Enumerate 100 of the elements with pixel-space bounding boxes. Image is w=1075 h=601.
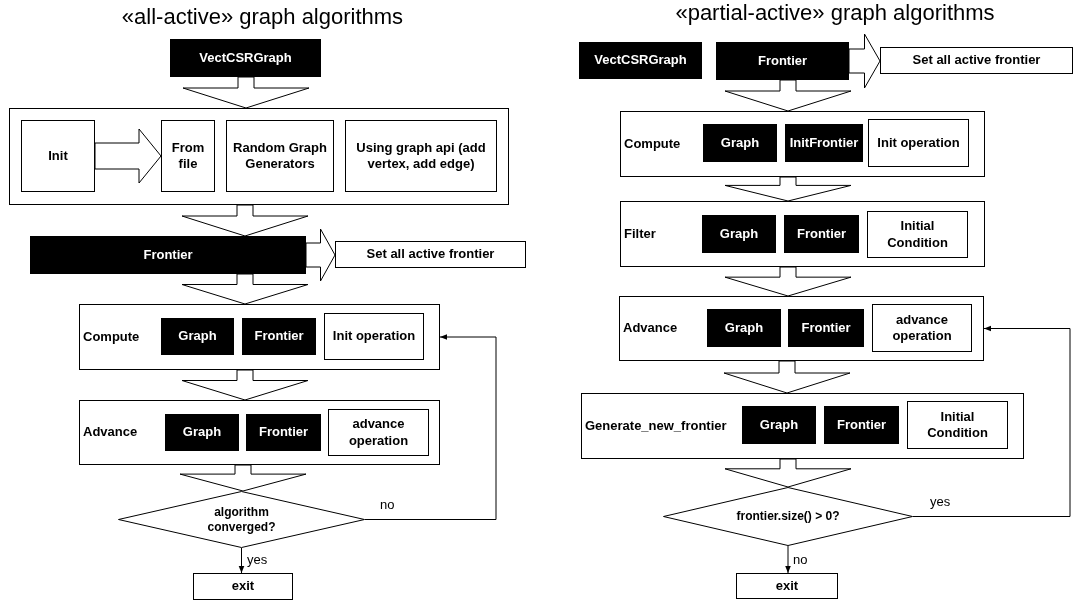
process-box xyxy=(226,120,334,192)
edge-label: yes xyxy=(247,553,268,566)
box-label: Random Graph Generators xyxy=(232,139,328,173)
box-label: Frontier xyxy=(800,319,852,337)
box-label: Frontier xyxy=(253,328,305,345)
arrow xyxy=(912,325,1071,517)
block-arrow xyxy=(305,228,336,282)
process-box xyxy=(324,313,424,360)
stage-box xyxy=(620,111,985,177)
box-label: Graph xyxy=(719,134,761,152)
box-label: Initial Condition xyxy=(926,408,989,442)
data-box xyxy=(702,215,776,253)
group-box xyxy=(9,108,509,205)
data-box xyxy=(784,215,859,253)
stage-box xyxy=(79,400,440,465)
data-box xyxy=(788,309,864,347)
process-box xyxy=(736,573,838,599)
block-arrow xyxy=(723,360,851,394)
box-label: exit xyxy=(774,577,800,595)
data-box xyxy=(716,42,849,80)
block-arrow xyxy=(181,273,309,305)
box-label: Graph xyxy=(723,319,765,337)
data-box xyxy=(579,42,702,79)
box-label: advance operation xyxy=(347,416,410,449)
data-box xyxy=(165,414,239,451)
box-label: InitFrontier xyxy=(788,134,860,152)
data-box xyxy=(785,124,863,162)
block-arrow xyxy=(848,33,881,89)
arrow xyxy=(364,334,497,520)
stage-label: Compute xyxy=(83,328,140,346)
block-arrow xyxy=(179,464,307,492)
data-box xyxy=(707,309,781,347)
box-label: Graph xyxy=(718,225,760,243)
box-label: VectCSRGraph xyxy=(198,49,293,67)
block-arrow xyxy=(182,76,310,109)
data-box xyxy=(824,406,899,444)
process-box xyxy=(21,120,95,192)
arrow xyxy=(238,547,245,574)
block-arrow xyxy=(181,204,309,237)
stage-label: Advance xyxy=(623,320,678,337)
edge-label: yes xyxy=(930,495,951,508)
box-label: Using graph api (add vertex, add edge) xyxy=(355,139,487,173)
data-box xyxy=(242,318,316,355)
box-label: Graph xyxy=(758,416,800,434)
box-label: frontier.size() > 0? xyxy=(736,509,840,524)
box-label: Frontier xyxy=(756,52,809,70)
box-label: Frontier xyxy=(795,225,848,243)
block-arrow xyxy=(94,128,162,184)
process-box xyxy=(335,241,526,268)
process-box xyxy=(880,47,1073,74)
arrow xyxy=(785,545,791,574)
data-box xyxy=(742,406,816,444)
data-box xyxy=(703,124,777,162)
process-box xyxy=(345,120,497,192)
stage-label: Advance xyxy=(83,424,138,441)
edge-label: no xyxy=(380,498,395,511)
stage-label: Generate_new_frontier xyxy=(585,417,727,435)
stage-label: Filter xyxy=(624,225,656,243)
data-box xyxy=(170,39,321,77)
process-box xyxy=(868,119,969,167)
process-box xyxy=(867,211,968,258)
box-label: Frontier xyxy=(142,246,194,264)
process-box xyxy=(907,401,1008,449)
block-arrow xyxy=(724,79,852,112)
box-label: Initial Condition xyxy=(886,218,949,251)
decision-diamond xyxy=(118,491,365,548)
process-box xyxy=(161,120,215,192)
block-arrow xyxy=(724,458,852,488)
stage-box xyxy=(620,201,985,267)
stage-box xyxy=(619,296,984,361)
box-label: algorithm converged? xyxy=(206,504,277,535)
box-label: VectCSRGraph xyxy=(593,52,688,69)
box-label: Init operation xyxy=(876,134,961,152)
section-heading: «all-active» graph algorithms xyxy=(120,4,405,31)
data-box xyxy=(30,236,306,274)
data-box xyxy=(161,318,234,355)
section-heading: «partial-active» graph algorithms xyxy=(674,0,996,27)
block-arrow xyxy=(181,369,309,401)
data-box xyxy=(246,414,321,451)
process-box xyxy=(328,409,429,456)
box-label: exit xyxy=(230,578,256,595)
box-label: Frontier xyxy=(257,424,310,441)
box-label: Frontier xyxy=(835,416,888,434)
box-label: Graph xyxy=(177,328,218,345)
box-label: Graph xyxy=(181,424,223,441)
box-label: advance operation xyxy=(891,311,953,345)
edge-label: no xyxy=(793,553,808,566)
block-arrow xyxy=(724,176,852,202)
box-label: Init xyxy=(47,147,69,165)
process-box xyxy=(193,573,293,600)
box-label: Set all active frontier xyxy=(365,246,496,263)
block-arrow xyxy=(724,266,852,297)
decision-diamond xyxy=(663,487,913,546)
box-label: Init operation xyxy=(331,328,417,345)
process-box xyxy=(872,304,972,352)
box-label: Set all active frontier xyxy=(911,52,1042,69)
stage-box xyxy=(79,304,440,370)
box-label: From file xyxy=(170,139,206,173)
stage-label: Compute xyxy=(624,135,681,153)
stage-box xyxy=(581,393,1024,459)
